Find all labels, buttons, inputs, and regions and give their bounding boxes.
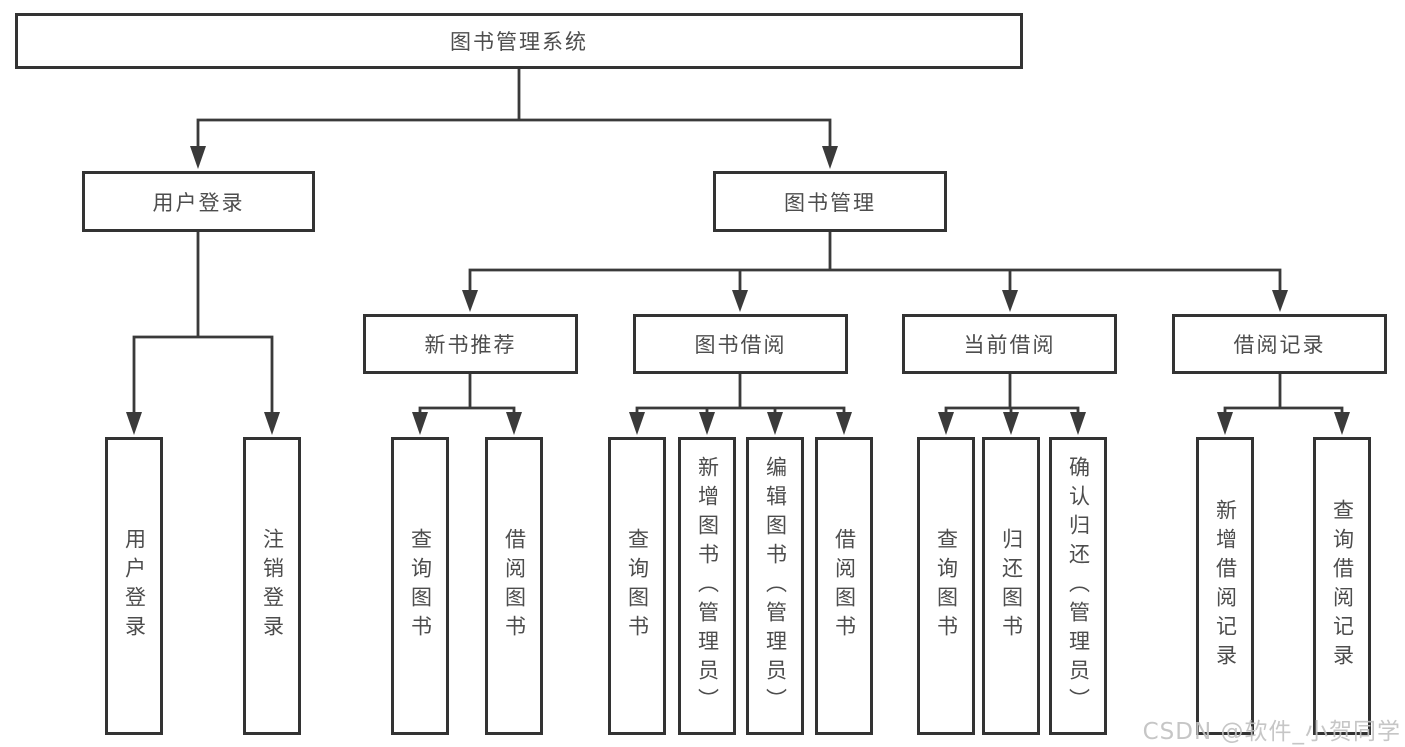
leaf-confirm-return-admin: 确认归还（管理员）: [1049, 437, 1107, 735]
node-root: 图书管理系统: [15, 13, 1023, 69]
leaf-return-book: 归还图书: [982, 437, 1040, 735]
node-borrowing-records: 借阅记录: [1172, 314, 1387, 374]
leaf-label: 新增图书（管理员）: [695, 455, 720, 717]
leaf-borrow-books-2: 借阅图书: [815, 437, 873, 735]
leaf-add-borrow-record: 新增借阅记录: [1196, 437, 1254, 735]
leaf-label: 借阅图书: [502, 528, 527, 644]
leaf-label: 查询图书: [934, 528, 959, 644]
leaf-user-login: 用户登录: [105, 437, 163, 735]
leaf-label: 注销登录: [260, 528, 285, 644]
leaf-label: 确认归还（管理员）: [1066, 455, 1091, 717]
leaf-label: 借阅图书: [832, 528, 857, 644]
node-book-management: 图书管理: [713, 171, 947, 232]
leaf-edit-book-admin: 编辑图书（管理员）: [746, 437, 804, 735]
node-book-borrowing: 图书借阅: [633, 314, 848, 374]
leaf-label: 查询图书: [408, 528, 433, 644]
arrowheads: [126, 146, 1350, 435]
leaf-query-books-3: 查询图书: [917, 437, 975, 735]
node-current-borrowing: 当前借阅: [902, 314, 1117, 374]
leaf-label: 用户登录: [122, 528, 147, 644]
leaf-logout: 注销登录: [243, 437, 301, 735]
leaf-label: 新增借阅记录: [1213, 499, 1238, 673]
node-user-login: 用户登录: [82, 171, 315, 232]
leaf-label: 归还图书: [999, 528, 1024, 644]
leaf-label: 查询借阅记录: [1330, 499, 1355, 673]
node-new-book-recommend: 新书推荐: [363, 314, 578, 374]
leaf-label: 编辑图书（管理员）: [763, 455, 788, 717]
leaf-borrow-books: 借阅图书: [485, 437, 543, 735]
leaf-query-books-2: 查询图书: [608, 437, 666, 735]
leaf-add-book-admin: 新增图书（管理员）: [678, 437, 736, 735]
csdn-watermark: CSDN @软件_小贺同学: [1142, 719, 1401, 745]
leaf-label: 查询图书: [625, 528, 650, 644]
tree-edges: [132, 67, 1344, 416]
leaf-query-books: 查询图书: [391, 437, 449, 735]
leaf-query-borrow-record: 查询借阅记录: [1313, 437, 1371, 735]
